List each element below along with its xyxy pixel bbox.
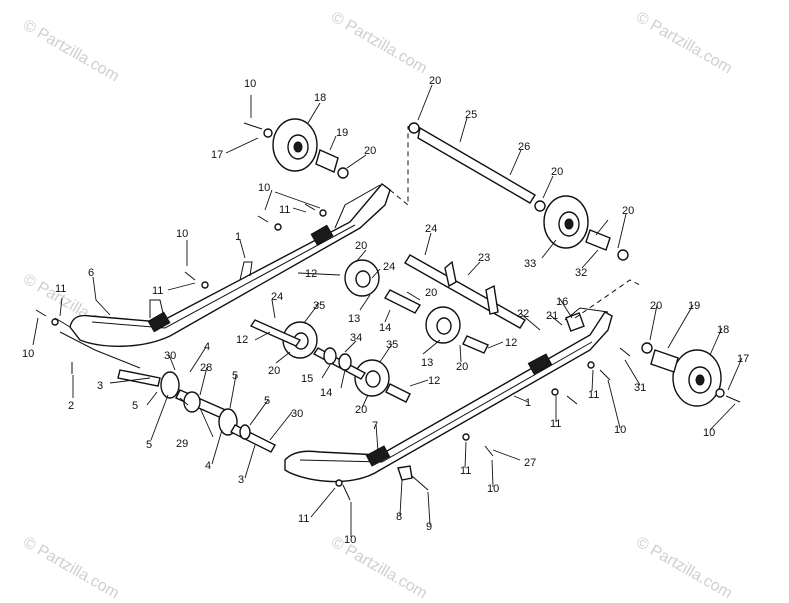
callout-label: 8 bbox=[396, 511, 402, 523]
callout-label: 10 bbox=[176, 228, 188, 240]
callout-label: 19 bbox=[688, 300, 700, 312]
callout-label: 2 bbox=[68, 400, 74, 412]
callout-label: 1 bbox=[525, 397, 531, 409]
callout-label: 27 bbox=[524, 457, 536, 469]
callout-label: 3 bbox=[238, 474, 244, 486]
callout-label: 18 bbox=[717, 324, 729, 336]
callout-label: 11 bbox=[55, 283, 66, 295]
callout-label: 24 bbox=[425, 223, 437, 235]
callout-label: 26 bbox=[518, 141, 530, 153]
watermark: © Partzilla.com bbox=[633, 534, 735, 603]
callout-label: 11 bbox=[588, 389, 599, 401]
callout-label: 11 bbox=[550, 418, 561, 430]
callout-label: 35 bbox=[386, 339, 398, 351]
callout-label: 10 bbox=[258, 182, 270, 194]
callout-label: 17 bbox=[211, 149, 223, 161]
callout-label: 25 bbox=[465, 109, 477, 121]
callout-label: 14 bbox=[320, 387, 332, 399]
callout-labels: 10 18 17 19 20 20 25 26 20 20 33 32 10 1… bbox=[22, 75, 749, 546]
rail-front bbox=[284, 307, 613, 483]
upper-axle bbox=[408, 122, 546, 212]
callout-label: 34 bbox=[350, 332, 362, 344]
callout-label: 10 bbox=[487, 483, 499, 495]
callout-label: 5 bbox=[264, 395, 270, 407]
callout-label: 20 bbox=[429, 75, 441, 87]
callout-label: 5 bbox=[146, 439, 152, 451]
leader-lines bbox=[32, 84, 743, 537]
callout-label: 16 bbox=[556, 296, 568, 308]
reference-lines bbox=[389, 126, 641, 319]
callout-label: 12 bbox=[505, 337, 517, 349]
callout-label: 10 bbox=[614, 424, 626, 436]
callout-label: 4 bbox=[204, 341, 210, 353]
callout-label: 20 bbox=[425, 287, 437, 299]
callout-label: 20 bbox=[456, 361, 468, 373]
callout-label: 4 bbox=[205, 460, 211, 472]
callout-label: 20 bbox=[551, 166, 563, 178]
callout-label: 9 bbox=[426, 521, 432, 533]
bogie-wheel-right bbox=[641, 342, 741, 407]
callout-label: 5 bbox=[232, 370, 238, 382]
callout-label: 20 bbox=[355, 404, 367, 416]
callout-label: 6 bbox=[88, 267, 94, 279]
callout-label: 11 bbox=[152, 285, 163, 297]
callout-label: 13 bbox=[348, 313, 360, 325]
callout-label: 35 bbox=[313, 300, 325, 312]
watermark: © Partzilla.com bbox=[328, 9, 430, 78]
callout-label: 10 bbox=[703, 427, 715, 439]
callout-label: 10 bbox=[244, 78, 256, 90]
watermark: © Partzilla.com bbox=[20, 534, 122, 603]
callout-label: 33 bbox=[524, 258, 536, 270]
callout-label: 12 bbox=[428, 375, 440, 387]
callout-label: 24 bbox=[383, 261, 395, 273]
callout-label: 20 bbox=[268, 365, 280, 377]
callout-label: 24 bbox=[271, 291, 283, 303]
callout-label: 15 bbox=[301, 373, 313, 385]
callout-label: 17 bbox=[737, 353, 749, 365]
callout-label: 18 bbox=[314, 92, 326, 104]
callout-label: 14 bbox=[379, 322, 391, 334]
callout-label: 32 bbox=[575, 267, 587, 279]
callout-label: 7 bbox=[372, 420, 378, 432]
bogie-wheel-upper-right bbox=[543, 195, 629, 261]
callout-label: 29 bbox=[176, 438, 188, 450]
watermark: © Partzilla.com bbox=[20, 17, 122, 86]
callout-label: 12 bbox=[236, 334, 248, 346]
callout-label: 30 bbox=[291, 408, 303, 420]
callout-label: 20 bbox=[622, 205, 634, 217]
callout-label: 10 bbox=[22, 348, 34, 360]
callout-label: 11 bbox=[279, 204, 290, 216]
rail-back bbox=[69, 183, 391, 347]
callout-label: 13 bbox=[421, 357, 433, 369]
callout-label: 11 bbox=[298, 513, 309, 525]
watermark-layer: © Partzilla.com © Partzilla.com © Partzi… bbox=[20, 9, 735, 603]
callout-label: 10 bbox=[344, 534, 356, 546]
callout-label: 19 bbox=[336, 127, 348, 139]
lower-axles bbox=[54, 317, 276, 453]
callout-label: 21 bbox=[546, 310, 558, 322]
callout-label: 23 bbox=[478, 252, 490, 264]
callout-label: 28 bbox=[200, 362, 212, 374]
watermark: © Partzilla.com bbox=[633, 9, 735, 78]
callout-label: 12 bbox=[305, 268, 317, 280]
callout-label: 30 bbox=[164, 350, 176, 362]
callout-label: 1 bbox=[235, 231, 241, 243]
callout-label: 3 bbox=[97, 380, 103, 392]
callout-label: 20 bbox=[364, 145, 376, 157]
callout-label: 31 bbox=[634, 382, 646, 394]
callout-label: 20 bbox=[355, 240, 367, 252]
callout-label: 11 bbox=[460, 465, 471, 477]
bogie-wheel-top-left bbox=[243, 118, 349, 179]
callout-label: 5 bbox=[132, 400, 138, 412]
hardware bbox=[35, 203, 631, 501]
callout-label: 22 bbox=[517, 308, 529, 320]
callout-label: 20 bbox=[650, 300, 662, 312]
